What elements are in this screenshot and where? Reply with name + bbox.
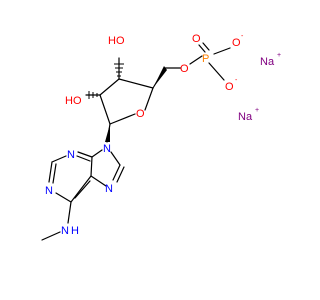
bond-ring-o-c4 — [144, 87, 154, 111]
atom-p: P — [202, 53, 209, 65]
atom-p-o-top: O — [232, 37, 241, 49]
bond-n3-c2p — [51, 155, 67, 163]
bond-c2p-n1-a — [48, 161, 53, 183]
charge-na-2: + — [255, 107, 259, 114]
atom-labels: HO HO O O P O O - O - Na + Na + N N N N … — [45, 33, 281, 237]
charge-o-top: - — [241, 33, 244, 40]
bond-c4p-n3-a — [77, 151, 93, 158]
bond-c8-n7-b — [116, 166, 125, 183]
hash-c3-oh — [114, 63, 124, 77]
bond-p-o-bottom — [208, 62, 225, 81]
bond-n9-c8 — [110, 151, 121, 166]
atom-ring-o: O — [136, 108, 145, 120]
bond-n7-c5p — [90, 175, 107, 187]
wedge-c1-n9 — [105, 124, 110, 142]
bond-c4p-n9 — [91, 149, 103, 158]
bond-n1-c6 — [55, 192, 72, 203]
bond-c5p-c4p — [90, 156, 93, 177]
bonds — [41, 42, 231, 241]
atom-oh-left: HO — [65, 95, 82, 107]
bond-p-dbl-o-b — [202, 42, 210, 51]
atom-n1: N — [45, 185, 53, 197]
stereo-marks — [88, 63, 167, 142]
bond-c6-nh — [67, 201, 72, 224]
atom-oh-top: HO — [108, 35, 125, 47]
atom-n9: N — [103, 143, 111, 155]
atom-p-o-bottom: O — [225, 81, 234, 93]
atom-n3: N — [67, 149, 75, 161]
hash-c2-oh — [88, 91, 98, 99]
bond-c8-n7-a — [112, 164, 121, 181]
bond-c3-c2 — [99, 78, 120, 96]
molecule-structure: HO HO O O P O O - O - Na + Na + N N N N … — [41, 33, 281, 241]
bond-p-o-top — [213, 47, 231, 55]
atom-na-1: Na — [260, 56, 275, 68]
charge-o-bottom: - — [235, 77, 238, 84]
bond-nh-methyl — [41, 231, 61, 241]
bond-c4-c3 — [118, 78, 154, 89]
bond-c2p-n1-b — [52, 163, 57, 184]
bond-c6-c5p-inner — [74, 180, 91, 199]
bond-c6-c5p — [70, 175, 92, 203]
bond-c1-ring-o — [109, 113, 136, 125]
charge-na-1: + — [277, 52, 281, 59]
bond-c2-c1 — [99, 94, 111, 125]
bond-p-dbl-o-a — [198, 44, 206, 53]
atom-na-2: Na — [238, 111, 253, 123]
bond-ester-o-p — [189, 55, 203, 65]
wedge-c4-c5 — [153, 66, 167, 88]
atom-ester-o: O — [180, 63, 189, 75]
atom-n7: N — [105, 183, 113, 195]
atom-p-dbl-o: O — [192, 33, 201, 45]
bond-c4p-n3-b — [76, 155, 91, 162]
atom-nh: N — [61, 225, 69, 237]
atom-nh-h: H — [71, 225, 79, 237]
